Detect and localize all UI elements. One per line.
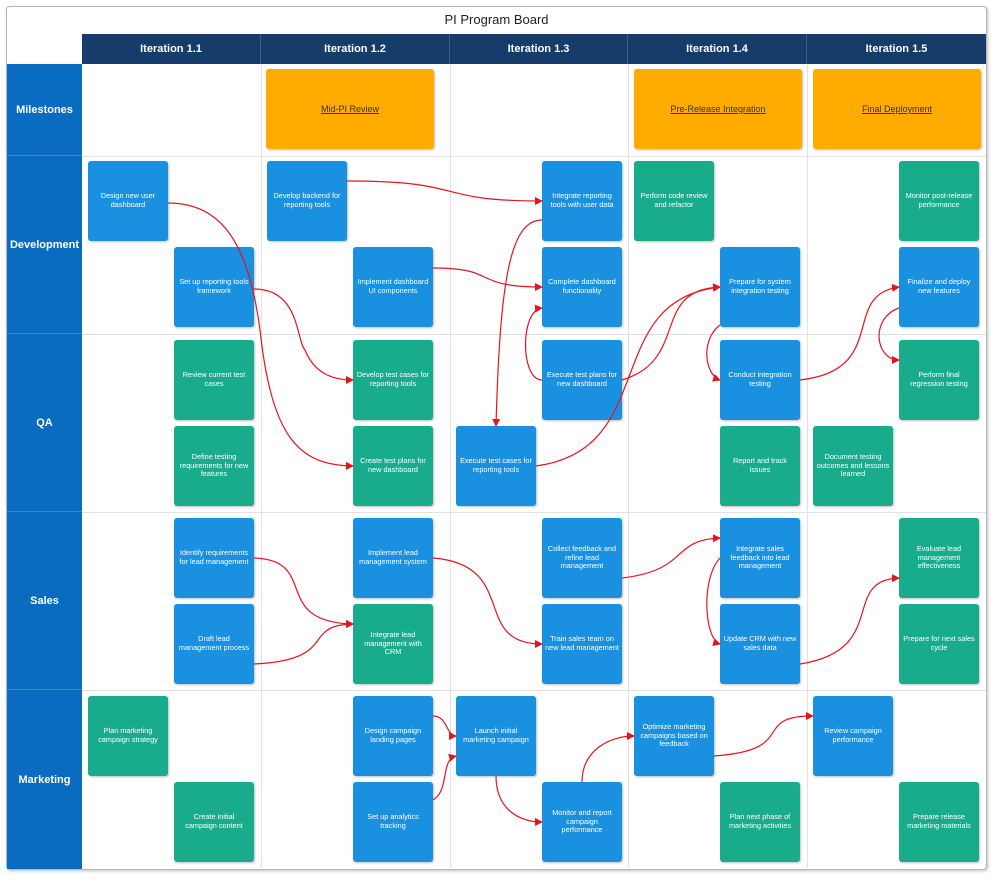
card-develop-test-cases[interactable]: Develop test cases for reporting tools <box>353 340 433 420</box>
grid-line <box>82 156 986 157</box>
card-report-track-issues[interactable]: Report and track issues <box>720 426 800 506</box>
card-identify-lead-requirements[interactable]: Identify requirements for lead managemen… <box>174 518 254 598</box>
milestone-pre-release-integration[interactable]: Pre-Release Integration <box>634 69 802 149</box>
lane-milestones: Milestones <box>7 64 82 156</box>
card-review-campaign[interactable]: Review campaign performance <box>813 696 893 776</box>
card-implement-lead-system[interactable]: Implement lead management system <box>353 518 433 598</box>
card-finalize-deploy[interactable]: Finalize and deploy new features <box>899 247 979 327</box>
card-create-campaign-content[interactable]: Create initial campaign content <box>174 782 254 862</box>
grid-line <box>261 64 262 868</box>
grid-line <box>82 690 986 691</box>
card-setup-analytics[interactable]: Set up analytics tracking <box>353 782 433 862</box>
card-evaluate-lead-management[interactable]: Evaluate lead management effectiveness <box>899 518 979 598</box>
grid-line <box>82 512 986 513</box>
card-design-dashboard[interactable]: Design new user dashboard <box>88 161 168 241</box>
card-design-landing-pages[interactable]: Design campaign landing pages <box>353 696 433 776</box>
card-prepare-integration-testing[interactable]: Prepare for system integration testing <box>720 247 800 327</box>
iteration-header-1-2: Iteration 1.2 <box>261 34 450 64</box>
iteration-header-1-5: Iteration 1.5 <box>807 34 986 64</box>
iteration-header-1-4: Iteration 1.4 <box>628 34 807 64</box>
card-define-testing-requirements[interactable]: Define testing requirements for new feat… <box>174 426 254 506</box>
card-code-review[interactable]: Perform code review and refactor <box>634 161 714 241</box>
iteration-header-1-1: Iteration 1.1 <box>82 34 261 64</box>
iteration-header-1-3: Iteration 1.3 <box>450 34 628 64</box>
lane-qa: QA <box>7 334 82 512</box>
card-execute-test-cases[interactable]: Execute test cases for reporting tools <box>456 426 536 506</box>
card-setup-reporting-framework[interactable]: Set up reporting tools framework <box>174 247 254 327</box>
card-plan-marketing-strategy[interactable]: Plan marketing campaign strategy <box>88 696 168 776</box>
card-conduct-integration-testing[interactable]: Conduct integration testing <box>720 340 800 420</box>
lane-development: Development <box>7 156 82 334</box>
grid-line <box>82 334 986 335</box>
grid-line <box>450 64 451 868</box>
card-create-test-plans[interactable]: Create test plans for new dashboard <box>353 426 433 506</box>
card-prepare-next-sales-cycle[interactable]: Prepare for next sales cycle <box>899 604 979 684</box>
card-final-regression[interactable]: Perform final regression testing <box>899 340 979 420</box>
board-title: PI Program Board <box>444 12 549 27</box>
card-collect-feedback[interactable]: Collect feedback and refine lead managem… <box>542 518 622 598</box>
card-complete-dashboard[interactable]: Complete dashboard functionality <box>542 247 622 327</box>
card-update-crm[interactable]: Update CRM with new sales data <box>720 604 800 684</box>
card-integrate-reporting-tools[interactable]: Integrate reporting tools with user data <box>542 161 622 241</box>
lane-sales: Sales <box>7 512 82 690</box>
grid-line <box>807 64 808 868</box>
card-train-sales-team[interactable]: Train sales team on new lead management <box>542 604 622 684</box>
card-monitor-campaign[interactable]: Monitor and report campaign performance <box>542 782 622 862</box>
card-draft-lead-process[interactable]: Draft lead management process <box>174 604 254 684</box>
card-implement-dashboard-ui[interactable]: Implement dashboard UI components <box>353 247 433 327</box>
card-review-test-cases[interactable]: Review current test cases <box>174 340 254 420</box>
lane-marketing: Marketing <box>7 690 82 869</box>
card-document-testing-outcomes[interactable]: Document testing outcomes and lessons le… <box>813 426 893 506</box>
card-integrate-sales-feedback[interactable]: Integrate sales feedback into lead manag… <box>720 518 800 598</box>
card-prepare-release-materials[interactable]: Prepare release marketing materials <box>899 782 979 862</box>
milestone-mid-pi-review[interactable]: Mid-PI Review <box>266 69 434 149</box>
card-develop-backend[interactable]: Develop backend for reporting tools <box>267 161 347 241</box>
card-monitor-performance[interactable]: Monitor post-release performance <box>899 161 979 241</box>
card-integrate-lead-crm[interactable]: Integrate lead management with CRM <box>353 604 433 684</box>
card-launch-campaign[interactable]: Launch initial marketing campaign <box>456 696 536 776</box>
milestone-final-deployment[interactable]: Final Deployment <box>813 69 981 149</box>
card-plan-next-marketing[interactable]: Plan next phase of marketing activities <box>720 782 800 862</box>
card-optimize-campaigns[interactable]: Optimize marketing campaigns based on fe… <box>634 696 714 776</box>
grid-line <box>628 64 629 868</box>
card-execute-test-plans[interactable]: Execute test plans for new dashboard <box>542 340 622 420</box>
